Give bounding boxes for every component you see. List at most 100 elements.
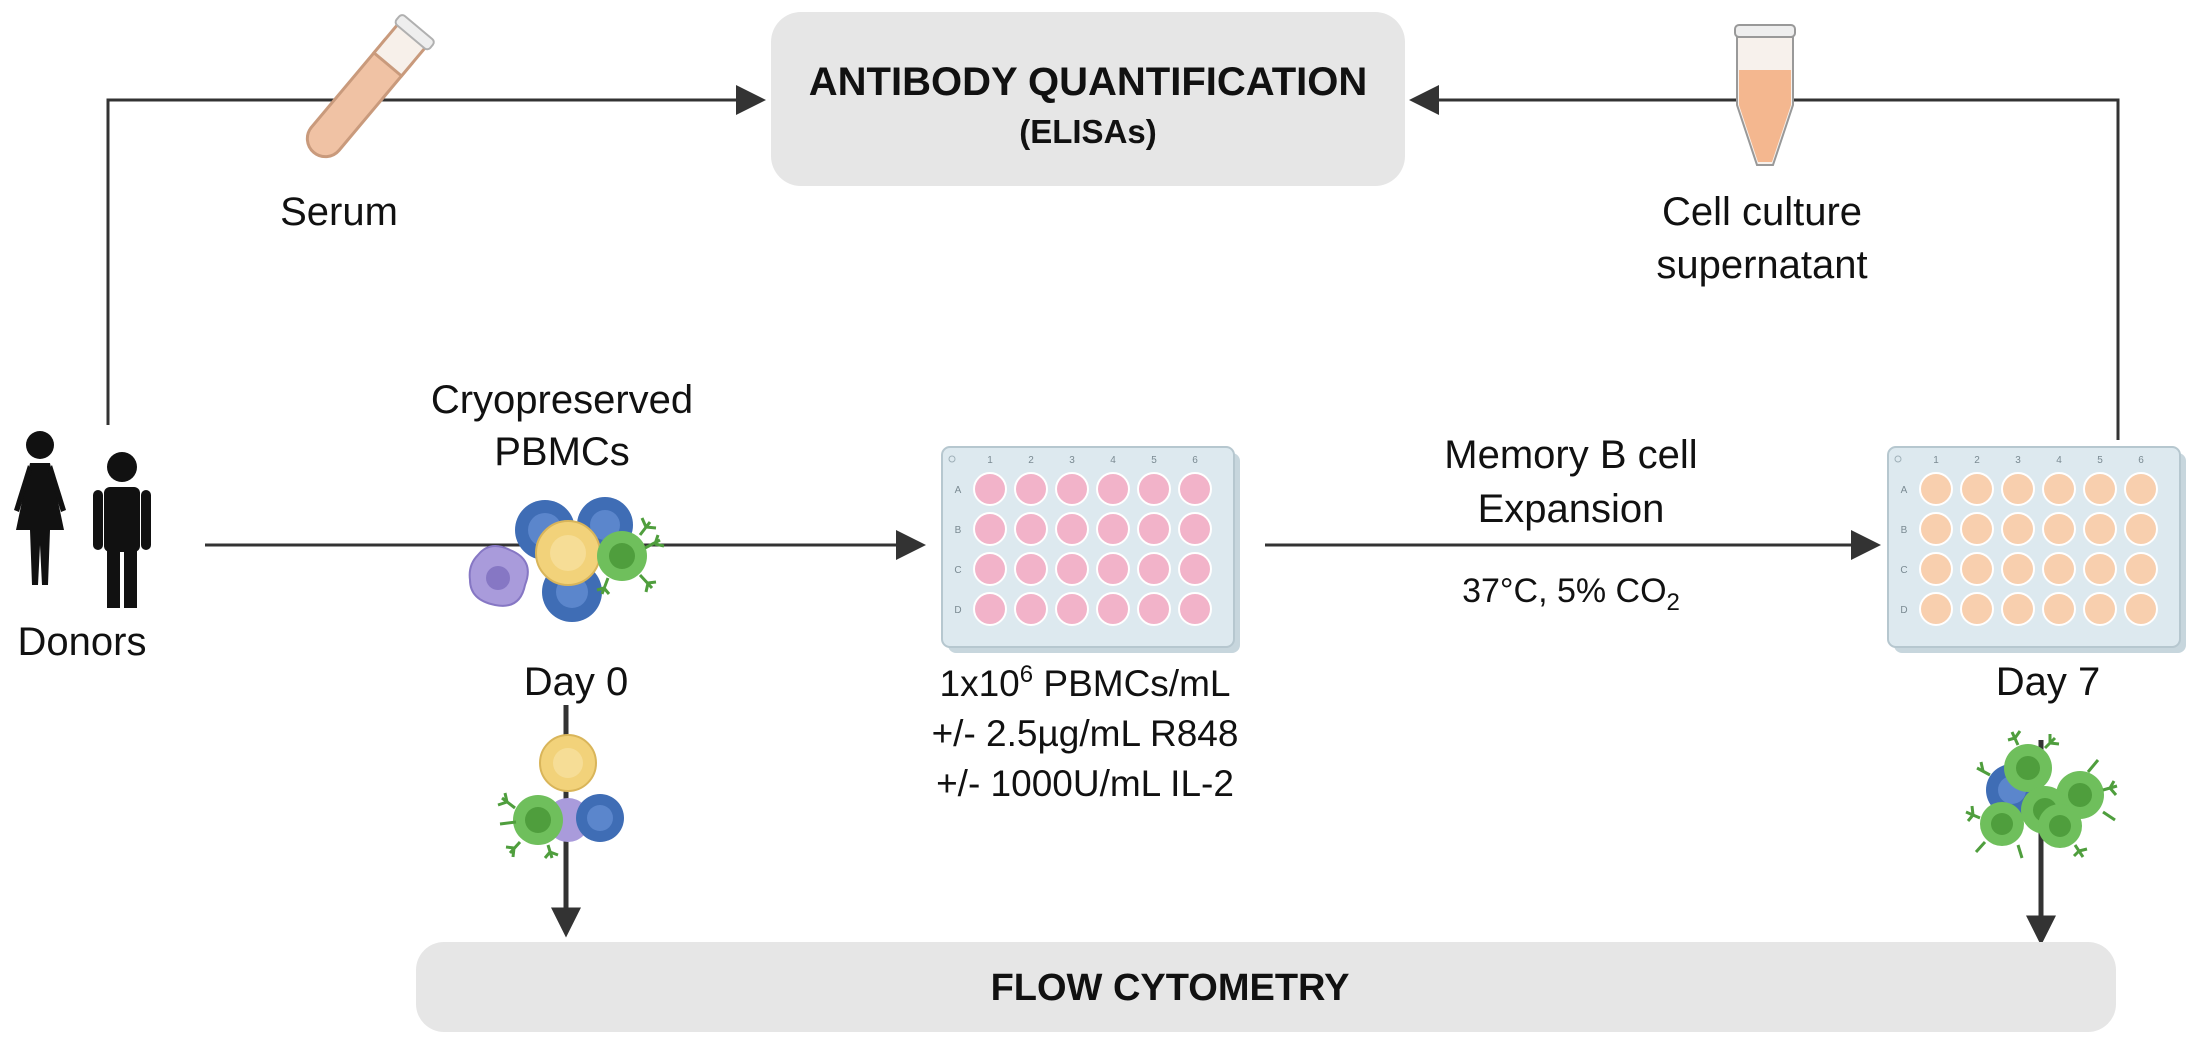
plate7-well (2042, 472, 2076, 506)
plate7-well (2083, 512, 2117, 546)
plate0-well (1137, 472, 1171, 506)
expansion-label-line2: Expansion (1478, 487, 1665, 531)
plate7-row-label: C (1900, 565, 1907, 576)
day0-cell-cluster-icon (497, 734, 624, 859)
plate0-well (1178, 592, 1212, 626)
plate7-well (2042, 552, 2076, 586)
donor-woman-icon (14, 431, 66, 585)
plate0-row-label: A (955, 485, 962, 496)
plate7-well (1960, 472, 1994, 506)
culture-line1-pre: 1x10 (940, 663, 1020, 704)
plate7-well (2001, 592, 2035, 626)
plate7-well (2124, 512, 2158, 546)
day0-label: Day 0 (524, 660, 629, 704)
plate7-row-label: B (1901, 525, 1908, 536)
plate7-well (2042, 592, 2076, 626)
pbmc-cluster-icon (468, 497, 665, 622)
day7-cell-cluster-icon (1965, 730, 2118, 859)
plate0-well (1014, 552, 1048, 586)
culture-line1-post: PBMCs/mL (1033, 663, 1230, 704)
plate7-well (2001, 512, 2035, 546)
plate0-well (973, 512, 1007, 546)
plate7-col-label: 4 (2056, 455, 2062, 466)
plate7-well (2001, 552, 2035, 586)
plate0-well (1055, 552, 1089, 586)
culture-line2: +/- 2.5µg/mL R848 (932, 713, 1239, 754)
plate0-well (1096, 512, 1130, 546)
plate0-col-label: 1 (987, 455, 993, 466)
plate7-well (1919, 552, 1953, 586)
supernatant-label-line2: supernatant (1656, 243, 1867, 287)
plate0-well (973, 592, 1007, 626)
plate0-well (1096, 592, 1130, 626)
plate0-well (1137, 592, 1171, 626)
serum-tube-icon (305, 14, 435, 159)
culture-line3: +/- 1000U/mL IL-2 (936, 763, 1234, 804)
culture-line1: 1x106 PBMCs/mL (940, 661, 1231, 704)
plate7-well (2083, 592, 2117, 626)
plate7-well (1919, 472, 1953, 506)
plate0-row-label: D (954, 605, 961, 616)
plate7-well (2001, 472, 2035, 506)
plate0-row-label: B (955, 525, 962, 536)
donors-label: Donors (18, 620, 147, 664)
plate0-well (1178, 512, 1212, 546)
plate0-well (1178, 552, 1212, 586)
plate0-row-label: C (954, 565, 961, 576)
plate0-well (1096, 552, 1130, 586)
plate0-well (1014, 512, 1048, 546)
culture-line1-sup: 6 (1020, 661, 1033, 688)
donor-man-icon (93, 452, 151, 608)
antibody-box-title: ANTIBODY QUANTIFICATION (809, 60, 1368, 104)
plate0-well (1055, 512, 1089, 546)
conditions-main: 37°C, 5% CO (1462, 572, 1666, 610)
serum-label: Serum (280, 190, 398, 234)
plate7-col-label: 3 (2015, 455, 2021, 466)
expansion-conditions: 37°C, 5% CO2 (1462, 572, 1680, 616)
plate7-well (1919, 592, 1953, 626)
flow-cytometry-box: FLOW CYTOMETRY (416, 942, 2116, 1032)
plate0-col-label: 2 (1028, 455, 1034, 466)
plate7-well (2083, 552, 2117, 586)
plate0-col-label: 4 (1110, 455, 1116, 466)
plate0-well (1096, 472, 1130, 506)
plate0-well (1014, 472, 1048, 506)
plate0-well (1178, 472, 1212, 506)
pbmc-label-line1: Cryopreserved (431, 378, 693, 422)
plate0-col-label: 3 (1069, 455, 1075, 466)
plate0-col-label: 6 (1192, 455, 1198, 466)
pbmc-label-line2: PBMCs (494, 430, 630, 474)
flow-box-title: FLOW CYTOMETRY (991, 967, 1350, 1009)
well-plate-day7-icon: 1 2 3 4 5 6A B C D (1887, 446, 2186, 653)
plate7-col-label: 5 (2097, 455, 2103, 466)
antibody-box-subtitle: (ELISAs) (1019, 113, 1157, 150)
plate7-well (2124, 552, 2158, 586)
plate7-col-label: 2 (1974, 455, 1980, 466)
day7-label: Day 7 (1996, 660, 2101, 704)
plate0-well (1137, 552, 1171, 586)
antibody-quantification-box: ANTIBODY QUANTIFICATION (ELISAs) (771, 12, 1405, 186)
plate7-col-label: 1 (1933, 455, 1939, 466)
expansion-label-line1: Memory B cell (1444, 433, 1697, 477)
plate7-well (1919, 512, 1953, 546)
plate7-well (1960, 552, 1994, 586)
plate0-well (1055, 472, 1089, 506)
well-plate-day0-icon: 1 2 3 4 5 6A B C D (941, 446, 1240, 653)
plate7-row-label: A (1901, 485, 1908, 496)
plate7-well (2124, 592, 2158, 626)
plate0-well (1014, 592, 1048, 626)
plate0-well (1137, 512, 1171, 546)
plate7-well (2124, 472, 2158, 506)
plate0-well (973, 472, 1007, 506)
plate7-well (2083, 472, 2117, 506)
plate0-col-label: 5 (1151, 455, 1157, 466)
plate7-row-label: D (1900, 605, 1907, 616)
eppendorf-tube-icon (1734, 24, 1796, 166)
plate0-well (1055, 592, 1089, 626)
plate7-well (1960, 512, 1994, 546)
plate0-well (973, 552, 1007, 586)
plate7-well (1960, 592, 1994, 626)
plate7-well (2042, 512, 2076, 546)
culture-conditions: 1x106 PBMCs/mL +/- 2.5µg/mL R848 +/- 100… (932, 661, 1239, 804)
plate7-col-label: 6 (2138, 455, 2144, 466)
